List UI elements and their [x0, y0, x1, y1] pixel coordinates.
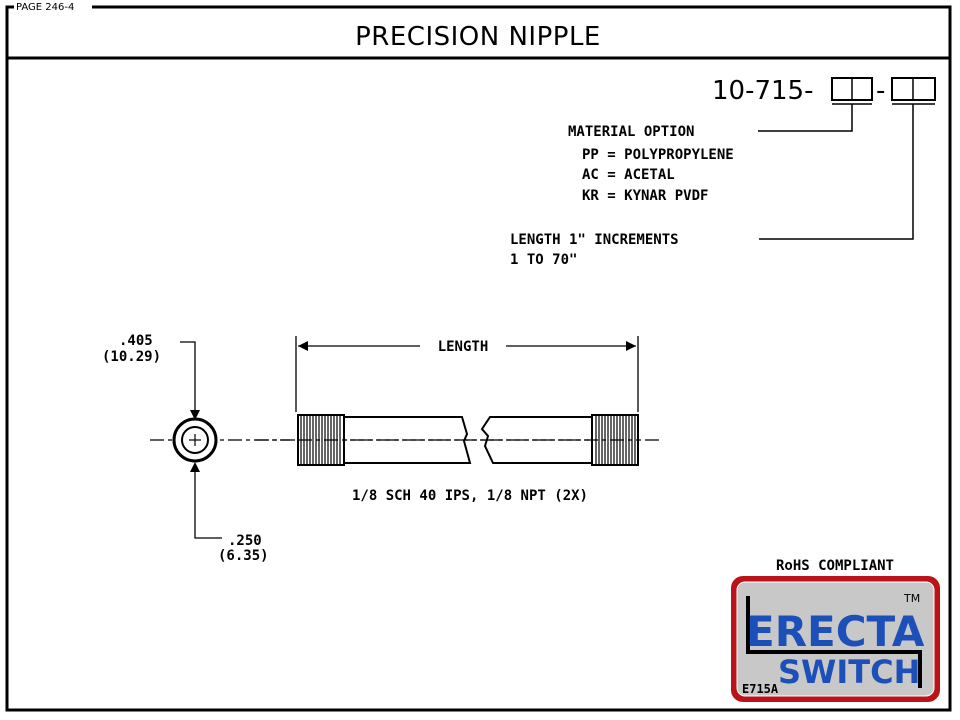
material-option-ac: AC = ACETAL — [582, 167, 675, 183]
length-arrow-left — [298, 341, 308, 351]
length-dimension-label: LENGTH — [438, 339, 489, 355]
length-arrow-right — [626, 341, 636, 351]
length-leader — [759, 104, 914, 240]
od-inch-label: .405 — [119, 333, 153, 349]
rohs-label: RoHS COMPLIANT — [776, 558, 894, 574]
material-option-kr: KR = KYNAR PVDF — [582, 188, 708, 204]
logo-code: E715A — [742, 682, 779, 696]
logo-switch: SWITCH — [778, 653, 920, 691]
side-view-nipple — [255, 414, 660, 466]
pipe-body-left — [344, 416, 472, 464]
sheet-border — [5, 5, 952, 712]
pipe-body-right — [480, 416, 592, 464]
page-label-bg — [14, 0, 92, 12]
material-option-heading: MATERIAL OPTION — [568, 124, 694, 140]
material-leader — [758, 104, 853, 132]
id-mm-label: (6.35) — [218, 548, 269, 564]
page-title: PRECISION NIPPLE — [355, 22, 601, 52]
length-option-line2: 1 TO 70" — [510, 252, 577, 268]
part-number-prefix: 10-715- — [712, 76, 813, 106]
erecta-switch-logo: ERECTA SWITCH TM E715A — [731, 576, 940, 702]
id-leader — [194, 468, 222, 539]
id-arrowhead — [190, 462, 200, 472]
pipe-spec-label: 1/8 SCH 40 IPS, 1/8 NPT (2X) — [352, 488, 588, 504]
id-inch-label: .250 — [228, 533, 262, 549]
length-dimension — [295, 336, 639, 412]
od-arrowhead — [190, 410, 200, 420]
page-label: PAGE 246-4 — [16, 2, 74, 13]
material-option-pp: PP = POLYPROPYLENE — [582, 147, 734, 163]
logo-tm: TM — [903, 592, 920, 605]
length-option-line1: LENGTH 1" INCREMENTS — [510, 232, 679, 248]
part-number-separator: - — [876, 76, 885, 106]
od-mm-label: (10.29) — [102, 349, 161, 365]
od-leader — [180, 341, 196, 412]
logo-erecta: ERECTA — [746, 607, 925, 656]
